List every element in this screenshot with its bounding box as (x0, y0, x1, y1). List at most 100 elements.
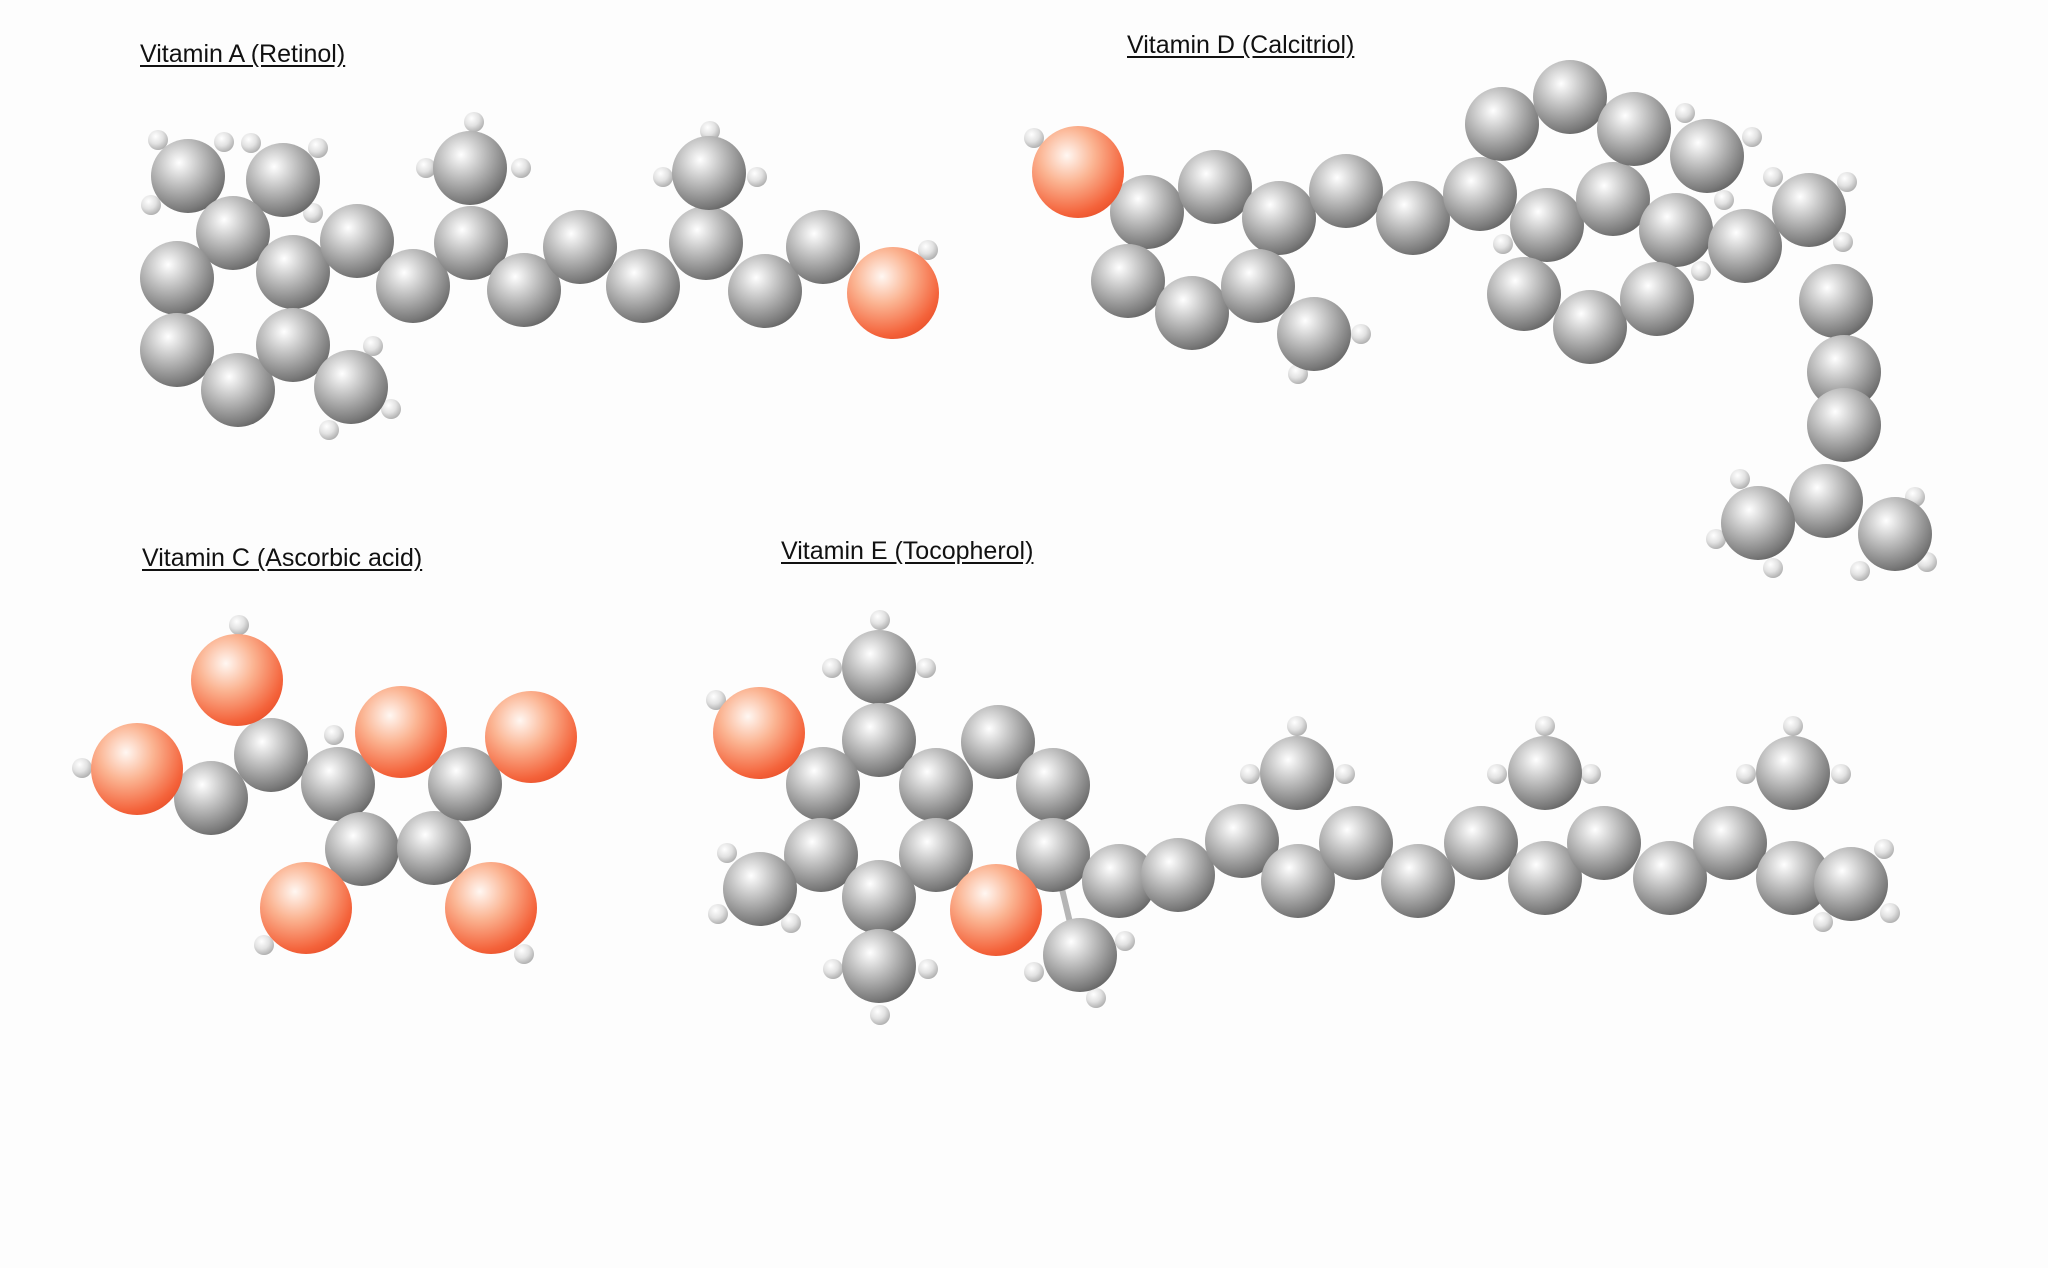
vitamin-a-hydrogen-atom (141, 195, 161, 215)
vitamin-c-oxygen-atom (191, 634, 283, 726)
vitamin-e-carbon-atom (1043, 918, 1117, 992)
vitamin-a-hydrogen-atom (241, 133, 261, 153)
vitamin-e-carbon-atom (1633, 841, 1707, 915)
vitamin-e-carbon-atom (1381, 844, 1455, 918)
vitamin-d-hydrogen-atom (1850, 561, 1870, 581)
vitamin-a-carbon-atom (786, 210, 860, 284)
vitamin-d-carbon-atom (1772, 173, 1846, 247)
vitamin-e-hydrogen-atom (1783, 716, 1803, 736)
vitamin-d-carbon-atom (1807, 335, 1881, 409)
vitamin-a-carbon-atom (669, 206, 743, 280)
vitamin-d-carbon-atom (1221, 249, 1295, 323)
vitamin-e-carbon-atom (842, 630, 916, 704)
vitamin-d-title: Vitamin D (Calcitriol) (1127, 31, 1355, 59)
vitamin-d-carbon-atom (1553, 290, 1627, 364)
vitamin-e-carbon-atom (723, 852, 797, 926)
vitamin-a-carbon-atom (433, 131, 507, 205)
vitamin-e-hydrogen-atom (1874, 839, 1894, 859)
vitamin-d-hydrogen-atom (1837, 172, 1857, 192)
vitamin-a-carbon-atom (151, 139, 225, 213)
vitamin-e-carbon-atom (899, 748, 973, 822)
heavy-atom-layer (91, 60, 1932, 1003)
vitamin-d-carbon-atom (1721, 486, 1795, 560)
vitamin-a-carbon-atom (543, 210, 617, 284)
vitamin-c-carbon-atom (234, 718, 308, 792)
vitamin-d-carbon-atom (1178, 150, 1252, 224)
vitamin-e-carbon-atom (1016, 818, 1090, 892)
vitamin-e-hydrogen-atom (1831, 764, 1851, 784)
vitamin-a-hydrogen-atom (319, 420, 339, 440)
vitamin-a-title: Vitamin A (Retinol) (140, 40, 346, 68)
vitamin-d-carbon-atom (1597, 92, 1671, 166)
vitamin-e-carbon-atom (1814, 847, 1888, 921)
vitamin-d-carbon-atom (1309, 154, 1383, 228)
vitamin-d-hydrogen-atom (1675, 103, 1695, 123)
vitamin-e-carbon-atom (1567, 806, 1641, 880)
vitamin-d-carbon-atom (1789, 464, 1863, 538)
vitamin-d-carbon-atom (1708, 209, 1782, 283)
vitamin-e-hydrogen-atom (1535, 716, 1555, 736)
vitamin-d-carbon-atom (1639, 193, 1713, 267)
vitamin-e-hydrogen-atom (823, 959, 843, 979)
vitamin-e-carbon-atom (1260, 736, 1334, 810)
vitamin-d-hydrogen-atom (1742, 127, 1762, 147)
vitamin-c-hydrogen-atom (514, 944, 534, 964)
vitamin-e-title: Vitamin E (Tocopherol) (781, 537, 1034, 565)
vitamin-c-hydrogen-atom (72, 758, 92, 778)
vitamin-a-hydrogen-atom (511, 158, 531, 178)
vitamin-c-carbon-atom (397, 811, 471, 885)
vitamin-d-carbon-atom (1443, 157, 1517, 231)
vitamin-d-hydrogen-atom (1763, 167, 1783, 187)
vitamin-e-carbon-atom (1082, 844, 1156, 918)
vitamin-d-carbon-atom (1533, 60, 1607, 134)
vitamin-d-carbon-atom (1091, 244, 1165, 318)
vitamin-e-hydrogen-atom (1335, 764, 1355, 784)
vitamin-a-carbon-atom (246, 143, 320, 217)
vitamin-a-hydrogen-atom (303, 203, 323, 223)
vitamin-a-carbon-atom (201, 353, 275, 427)
vitamin-a-hydrogen-atom (653, 167, 673, 187)
vitamin-a-carbon-atom (196, 196, 270, 270)
vitamin-a-hydrogen-atom (700, 121, 720, 141)
vitamin-c-hydrogen-atom (229, 615, 249, 635)
vitamin-e-hydrogen-atom (822, 658, 842, 678)
vitamin-c-hydrogen-atom (324, 725, 344, 745)
vitamin-e-hydrogen-atom (1115, 931, 1135, 951)
vitamin-d-carbon-atom (1670, 119, 1744, 193)
vitamin-a-carbon-atom (606, 249, 680, 323)
vitamin-a-carbon-atom (672, 136, 746, 210)
vitamin-d-carbon-atom (1799, 264, 1873, 338)
vitamin-e-hydrogen-atom (1240, 764, 1260, 784)
vitamin-a-hydrogen-atom (148, 130, 168, 150)
vitamin-d-carbon-atom (1510, 188, 1584, 262)
vitamin-e-carbon-atom (1261, 844, 1335, 918)
vitamin-d-carbon-atom (1242, 181, 1316, 255)
vitamin-c-oxygen-atom (91, 723, 183, 815)
vitamin-d-hydrogen-atom (1833, 232, 1853, 252)
vitamin-d-carbon-atom (1858, 497, 1932, 571)
vitamin-a-carbon-atom (140, 241, 214, 315)
vitamin-d-hydrogen-atom (1024, 128, 1044, 148)
vitamin-a-hydrogen-atom (381, 399, 401, 419)
vitamin-e-carbon-atom (1016, 748, 1090, 822)
vitamin-d-carbon-atom (1110, 175, 1184, 249)
vitamin-e-hydrogen-atom (1880, 903, 1900, 923)
vitamin-c-title: Vitamin C (Ascorbic acid) (142, 544, 423, 572)
vitamin-a-carbon-atom (140, 313, 214, 387)
vitamin-d-hydrogen-atom (1691, 261, 1711, 281)
vitamin-a-carbon-atom (434, 206, 508, 280)
vitamin-d-hydrogen-atom (1493, 234, 1513, 254)
vitamin-d-carbon-atom (1376, 181, 1450, 255)
vitamin-d-hydrogen-atom (1714, 190, 1734, 210)
vitamin-e-carbon-atom (1756, 841, 1830, 915)
vitamin-e-carbon-atom (1508, 841, 1582, 915)
vitamin-a-carbon-atom (487, 253, 561, 327)
vitamin-a-carbon-atom (256, 235, 330, 309)
vitamin-e-carbon-atom (784, 818, 858, 892)
vitamin-a-carbon-atom (314, 350, 388, 424)
vitamin-e-hydrogen-atom (717, 843, 737, 863)
vitamin-e-hydrogen-atom (870, 1005, 890, 1025)
vitamin-e-carbon-atom (842, 860, 916, 934)
vitamin-a-oxygen-atom (847, 247, 939, 339)
